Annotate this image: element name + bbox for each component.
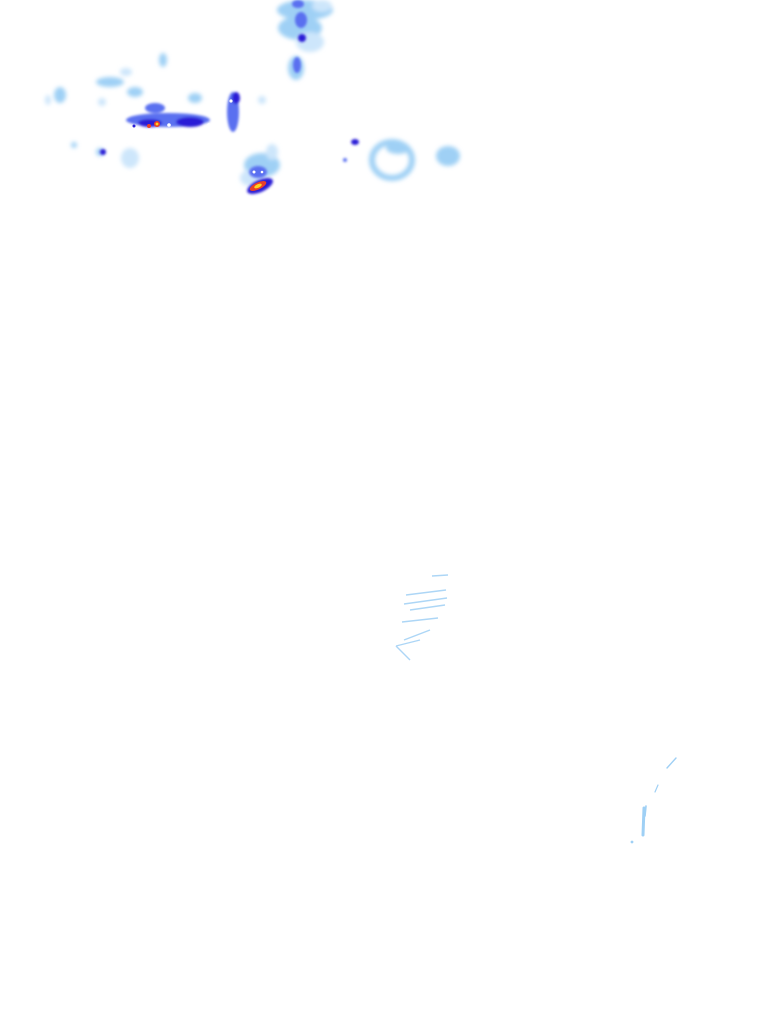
- echo-center-spokes: [395, 574, 449, 661]
- echo-west-line-body: [100, 92, 240, 155]
- echo-southeast-streak: [630, 757, 677, 844]
- echo-west-line-cores: [132, 99, 233, 128]
- echo-central-cell: [240, 144, 280, 195]
- echo-north-central-small: [343, 139, 359, 162]
- echo-central-cell-core: [249, 170, 267, 191]
- echo-north-band-heavy: [292, 0, 307, 73]
- echo-north-band: [277, 0, 333, 80]
- echo-west-line: [100, 92, 240, 155]
- echo-ring-clutter: [369, 139, 460, 181]
- echo-northwest-scatter: [45, 53, 266, 168]
